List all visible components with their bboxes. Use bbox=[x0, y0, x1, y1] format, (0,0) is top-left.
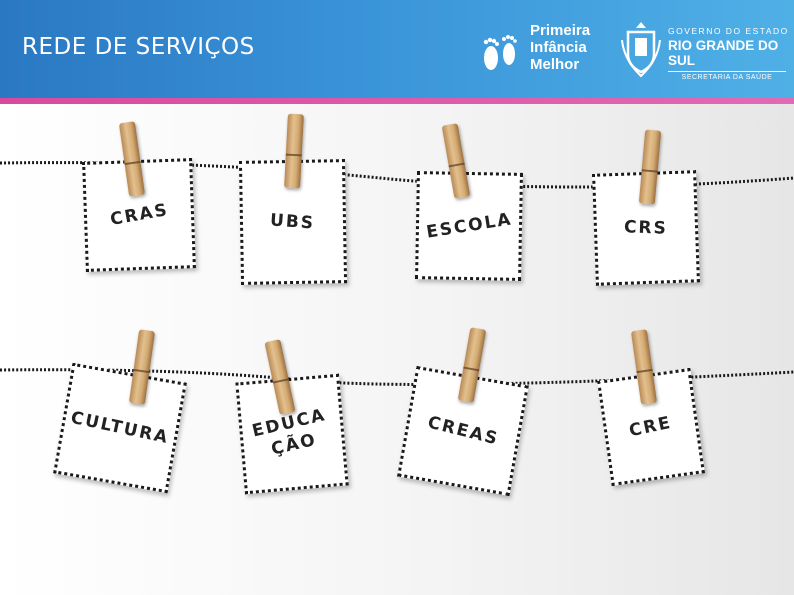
logo-pim-text: Primeira Infância Melhor bbox=[530, 22, 591, 73]
logo-rs-text: GOVERNO DO ESTADO RIO GRANDE DO SUL SECR… bbox=[668, 26, 789, 81]
accent-strip bbox=[0, 98, 794, 104]
logo-governo-rs: GOVERNO DO ESTADO RIO GRANDE DO SUL SECR… bbox=[620, 20, 790, 81]
note-cultura: CULTURA bbox=[53, 362, 187, 494]
note-educacao: EDUCA ÇÃO bbox=[235, 373, 349, 495]
clothesline-top bbox=[0, 161, 794, 189]
note-escola: ESCOLA bbox=[415, 171, 523, 281]
coat-of-arms-icon bbox=[621, 22, 661, 78]
footprints-icon bbox=[483, 35, 517, 70]
header-bar: REDE DE SERVIÇOS Primeira Infância Melho… bbox=[0, 0, 794, 98]
page-title: REDE DE SERVIÇOS bbox=[22, 34, 255, 60]
logo-primeira-infancia: Primeira Infância Melhor bbox=[478, 18, 598, 80]
